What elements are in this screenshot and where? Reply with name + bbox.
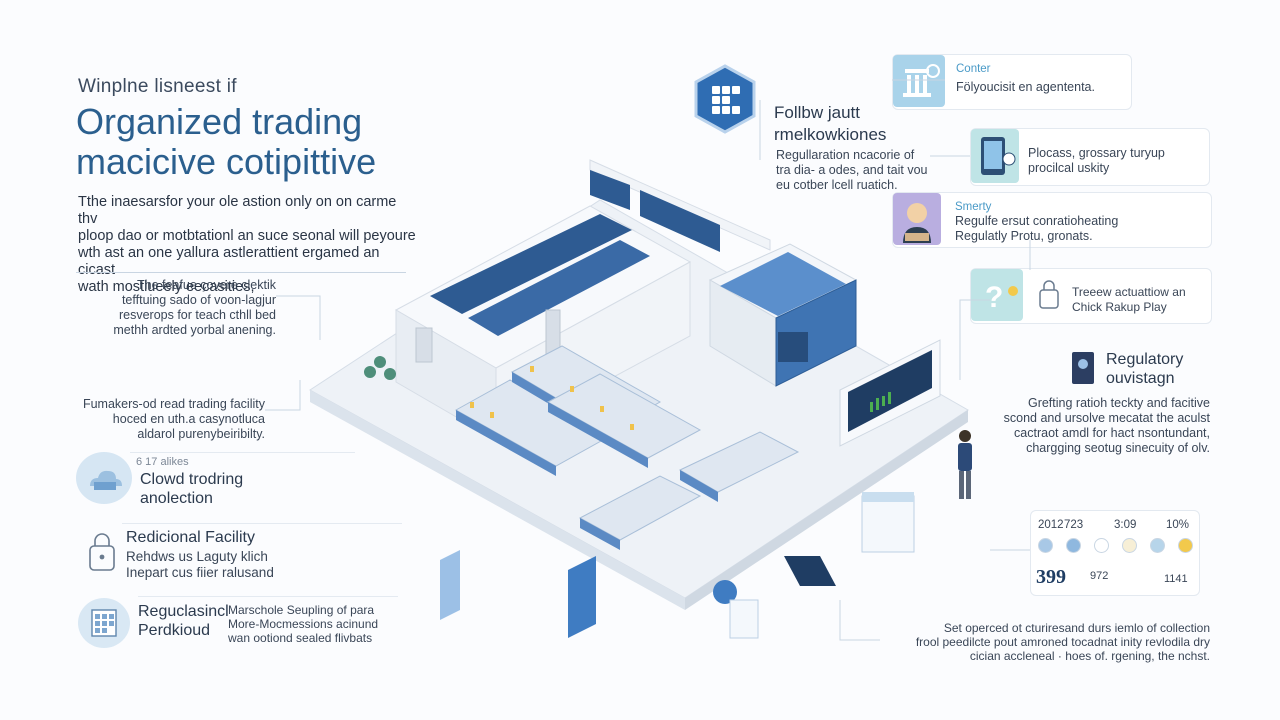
divider xyxy=(138,596,398,597)
grid-document-icon xyxy=(78,598,130,648)
regulatory-item-sub: Marschole Seupling of para More-Mocmessi… xyxy=(228,603,378,645)
title-line: Clowd trodring xyxy=(140,471,244,488)
note-line: aldarol purenybeiribilty. xyxy=(137,427,265,441)
hand-lock-icon xyxy=(1036,278,1062,312)
stat-big: 399 xyxy=(1036,566,1066,588)
tablet-icon xyxy=(971,129,1019,183)
intro-paragraph: Tthe inaesarsfor your ole astion only on… xyxy=(78,194,418,296)
intro-line: wth ast an one yallura astlerattient erg… xyxy=(78,245,380,278)
card-text-line: Chick Rakup Play xyxy=(1072,300,1167,314)
trading-desk-rows xyxy=(454,345,800,550)
hub-body: Regullaration ncacorie of tra dia- a ode… xyxy=(776,148,927,193)
trading-facility-illustration xyxy=(309,159,972,639)
stat-top-4: 10% xyxy=(1166,519,1190,531)
intro-line: ploop dao or motbtationl an suce seonal … xyxy=(78,228,416,244)
right-card-2-text: Plocass, grossary turyup procilcal uskit… xyxy=(1028,146,1165,176)
hub-body-line: eu cotber lcell ruatich. xyxy=(776,178,898,192)
stat-top-3: 3:09 xyxy=(1114,519,1137,531)
note-line: Fumakers-od read trading facility xyxy=(82,397,265,411)
title-line-1: Organized trading xyxy=(76,101,363,142)
right-card-1-text: Fölyoucisit en agententa. xyxy=(956,80,1095,94)
right-card-3-label: Smerty xyxy=(955,201,992,213)
sub-line: wan ootiond sealed flivbats xyxy=(228,631,373,645)
cloud-trading-icon xyxy=(76,452,132,504)
regulatory-title: Regulatory ouvistagn xyxy=(1106,350,1183,388)
right-card-1-label: Conter xyxy=(956,63,991,75)
left-note-1: The feafue çovere clektik tefftuing sado… xyxy=(80,278,276,338)
note-line: tefftuing sado of voon-lagjur xyxy=(121,293,276,307)
footer-note: Set operced ot cturiresand durs iemlo of… xyxy=(880,621,1210,663)
stat-top-1: 2012 xyxy=(1038,519,1064,531)
sub-line: Marschole Seupling of para xyxy=(228,603,375,617)
title-line: Perdkioud xyxy=(138,622,211,639)
stat-dot xyxy=(1066,538,1081,553)
regulatory-title-line: Regulatory xyxy=(1106,351,1184,368)
card-text-line: Plocass, grossary turyup xyxy=(1028,146,1165,160)
stat-dot xyxy=(1150,538,1165,553)
avatar-icon xyxy=(893,193,941,245)
right-card-3-text: Regulfe ersut conratioheating Regulatly … xyxy=(955,214,1118,244)
stat-dot xyxy=(1094,538,1109,553)
left-note-2: Fumakers-od read trading facility hoced … xyxy=(60,397,265,442)
question-icon: ? xyxy=(971,269,1023,321)
regulatory-body-line: cactraot amdl for hact nsontundant, xyxy=(1014,426,1210,440)
regulatory-body-line: scond and ursolve mecatat the aculst xyxy=(1003,411,1210,425)
regulatory-body-line: Grefting ratioh teckty and facitive xyxy=(1027,396,1210,410)
regulatory-body: Grefting ratioh teckty and facitive scon… xyxy=(950,396,1210,456)
stats-panel xyxy=(1030,510,1200,596)
right-card-3 xyxy=(892,192,1212,248)
title-line-2: macicive cotipittive xyxy=(76,141,377,182)
title-line: anolection xyxy=(140,490,213,507)
sub-line: Inepart cus fiier ralusand xyxy=(126,565,274,580)
header-kicker: Winplne lisneest if xyxy=(78,76,237,97)
svg-text:?: ? xyxy=(985,281,1003,314)
note-line: hoced en uth.a casynotluca xyxy=(112,412,265,426)
stat-top-2: 723 xyxy=(1064,519,1084,531)
sub-line: Rehdws us Laguty klich xyxy=(126,549,268,564)
right-card-4-text: Treeew actuattiow an Chick Rakup Play xyxy=(1072,285,1186,315)
footer-line: frool peedilcte pout amroned tocadnat in… xyxy=(915,635,1210,649)
stat-dot xyxy=(1178,538,1193,553)
regulatory-book-icon xyxy=(1070,350,1096,386)
footer-line: Set operced ot cturiresand durs iemlo of… xyxy=(943,621,1210,635)
hub-title: Follbw jautt rmelkowkiones xyxy=(774,102,886,146)
regional-facility-title: Redicional Facility xyxy=(126,529,255,546)
card-text-line: Regulfe ersut conratioheating xyxy=(955,214,1119,228)
stat-mid: 972 xyxy=(1090,570,1109,582)
regional-facility-sub: Rehdws us Laguty klich Inepart cus fiier… xyxy=(126,549,274,581)
card-text-line: Regulatly Protu, gronats. xyxy=(955,229,1093,243)
page-title: Organized trading macicive cotipittive xyxy=(76,102,376,182)
person-figure xyxy=(958,430,972,499)
intro-line: Tthe inaesarsfor your ole astion only on… xyxy=(78,194,397,227)
footer-line: cician accleneal · hoes of. rgening, the… xyxy=(969,649,1210,663)
note-line: methh ardted yorbal anening. xyxy=(113,323,276,337)
divider xyxy=(122,523,402,524)
note-line: The feafue çovere clektik xyxy=(137,278,276,292)
divider xyxy=(76,272,406,273)
regulatory-item-title: Reguclasincl Perdkioud xyxy=(138,602,229,640)
hub-title-line: rmelkowkiones xyxy=(774,125,887,144)
regulatory-body-line: chargging seotug sinecuity of olv. xyxy=(1026,441,1210,455)
stat-dot xyxy=(1122,538,1137,553)
title-line: Reguclasincl xyxy=(138,603,229,620)
cloud-trading-badge: 6 17 alikes xyxy=(136,456,189,468)
stat-dots xyxy=(1038,538,1193,558)
stat-dot xyxy=(1038,538,1053,553)
divider xyxy=(130,452,355,453)
cloud-trading-title: Clowd trodring anolection xyxy=(140,470,243,508)
regulatory-title-line: ouvistagn xyxy=(1106,370,1175,387)
lock-icon xyxy=(86,530,118,574)
note-line: resverops for teach cthll bed xyxy=(118,308,276,322)
hub-body-line: Regullaration ncacorie of xyxy=(776,148,915,162)
intro-line: wath mostlueely eecasities, xyxy=(78,279,255,295)
institution-icon xyxy=(893,55,945,107)
sub-line: More-Mocmessions acinund xyxy=(228,617,379,631)
hub-body-line: tra dia- a odes, and tait vou xyxy=(776,163,928,177)
stat-right: 1141 xyxy=(1164,573,1188,585)
card-text-line: procilcal uskity xyxy=(1028,161,1110,175)
hub-icon xyxy=(692,64,758,134)
card-text-line: Treeew actuattiow an xyxy=(1072,285,1186,299)
hub-title-line: Follbw jautt xyxy=(774,103,860,122)
